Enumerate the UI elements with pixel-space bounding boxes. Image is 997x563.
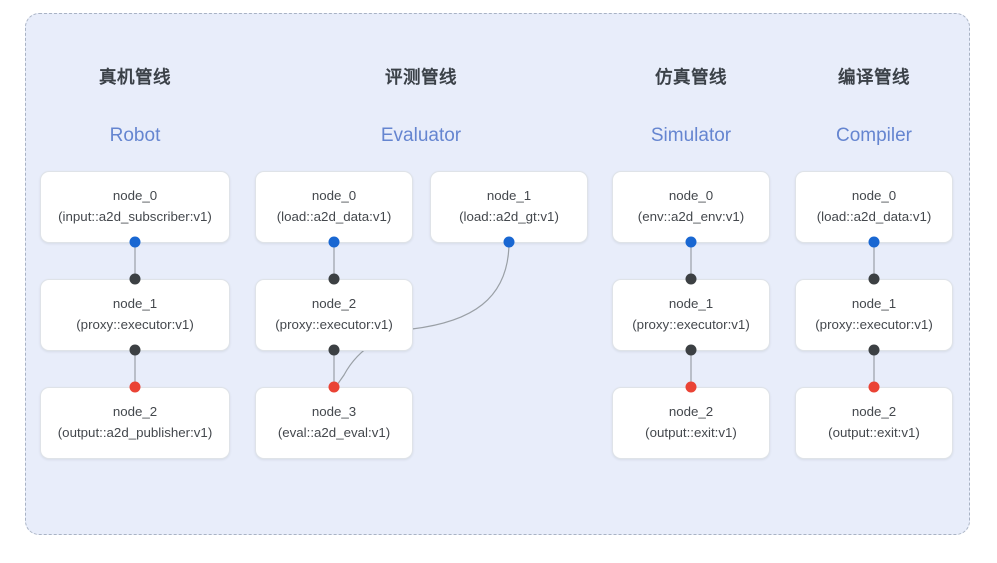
node-name: node_1 [112, 296, 158, 312]
node-type: (output::exit:v1) [828, 425, 920, 440]
node-type: (proxy::executor:v1) [632, 317, 750, 332]
port-input-eval-3[interactable] [328, 381, 340, 393]
node-name: node_1 [668, 296, 714, 312]
port-output-comp-0[interactable] [868, 236, 880, 248]
column-subtitle-evaluator: Evaluator [380, 125, 462, 146]
port-input-sim-1[interactable] [685, 273, 697, 285]
node-name: node_0 [112, 188, 158, 204]
node-name: node_0 [311, 188, 357, 204]
port-output-comp-1[interactable] [868, 344, 880, 356]
column-title-evaluator: 评测管线 [385, 67, 457, 87]
node-name: node_2 [851, 404, 897, 420]
node-card-robot-0[interactable]: node_0 (input::a2d_subscriber:v1) [40, 171, 230, 243]
node-card-comp-2[interactable]: node_2 (output::exit:v1) [795, 387, 953, 459]
port-input-robot-2[interactable] [129, 381, 141, 393]
column-subtitle-robot: Robot [109, 125, 161, 146]
node-type: (proxy::executor:v1) [815, 317, 933, 332]
node-type: (output::exit:v1) [645, 425, 737, 440]
column-subtitle-simulator: Simulator [650, 125, 732, 146]
port-output-sim-0[interactable] [685, 236, 697, 248]
node-card-robot-1[interactable]: node_1 (proxy::executor:v1) [40, 279, 230, 351]
node-type: (input::a2d_subscriber:v1) [58, 209, 212, 224]
node-name: node_1 [486, 188, 532, 204]
node-name: node_1 [851, 296, 897, 312]
node-card-eval-0[interactable]: node_0 (load::a2d_data:v1) [255, 171, 413, 243]
port-input-eval-2[interactable] [328, 273, 340, 285]
node-type: (proxy::executor:v1) [275, 317, 393, 332]
node-card-robot-2[interactable]: node_2 (output::a2d_publisher:v1) [40, 387, 230, 459]
node-type: (load::a2d_data:v1) [276, 209, 392, 224]
node-type: (proxy::executor:v1) [76, 317, 194, 332]
column-title-robot: 真机管线 [99, 67, 171, 87]
column-title-simulator: 仿真管线 [655, 67, 727, 87]
port-output-eval-gt[interactable] [503, 236, 515, 248]
node-type: (output::a2d_publisher:v1) [57, 425, 213, 440]
node-name: node_2 [311, 296, 357, 312]
node-name: node_3 [311, 404, 357, 420]
node-type: (env::a2d_env:v1) [637, 209, 745, 224]
node-name: node_2 [112, 404, 158, 420]
node-card-comp-0[interactable]: node_0 (load::a2d_data:v1) [795, 171, 953, 243]
port-input-robot-1[interactable] [129, 273, 141, 285]
node-card-eval-gt[interactable]: node_1 (load::a2d_gt:v1) [430, 171, 588, 243]
port-output-eval-0[interactable] [328, 236, 340, 248]
node-card-sim-2[interactable]: node_2 (output::exit:v1) [612, 387, 770, 459]
node-name: node_0 [851, 188, 897, 204]
port-output-sim-1[interactable] [685, 344, 697, 356]
port-input-comp-2[interactable] [868, 381, 880, 393]
node-card-sim-1[interactable]: node_1 (proxy::executor:v1) [612, 279, 770, 351]
node-type: (load::a2d_data:v1) [816, 209, 932, 224]
node-card-eval-3[interactable]: node_3 (eval::a2d_eval:v1) [255, 387, 413, 459]
node-type: (eval::a2d_eval:v1) [277, 425, 391, 440]
port-input-comp-1[interactable] [868, 273, 880, 285]
node-type: (load::a2d_gt:v1) [459, 209, 559, 224]
node-card-comp-1[interactable]: node_1 (proxy::executor:v1) [795, 279, 953, 351]
node-card-eval-2[interactable]: node_2 (proxy::executor:v1) [255, 279, 413, 351]
node-name: node_2 [668, 404, 714, 420]
port-output-robot-0[interactable] [129, 236, 141, 248]
port-output-eval-2[interactable] [328, 344, 340, 356]
column-title-compiler: 编译管线 [838, 67, 910, 87]
port-output-robot-1[interactable] [129, 344, 141, 356]
column-subtitle-compiler: Compiler [835, 125, 913, 146]
node-card-sim-0[interactable]: node_0 (env::a2d_env:v1) [612, 171, 770, 243]
node-name: node_0 [668, 188, 714, 204]
port-input-sim-2[interactable] [685, 381, 697, 393]
